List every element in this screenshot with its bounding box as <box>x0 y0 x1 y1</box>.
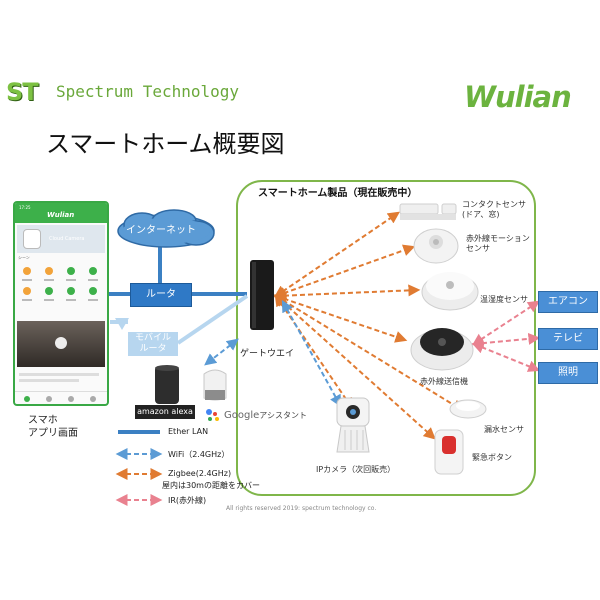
motion-sensor-device <box>413 228 459 264</box>
google-assistant-suffix: アシスタント <box>259 411 307 420</box>
legend-zigbee-note: 屋内は30mの距離をカバー <box>162 481 260 490</box>
phone-app-logo: Wulian <box>47 211 75 219</box>
cloud-icon <box>117 209 215 248</box>
phone-camera-thumb <box>23 229 41 249</box>
phone-video-panel <box>17 321 105 367</box>
contact-sensor-label: コンタクトセンサ (ドア、窓) <box>462 200 526 220</box>
phone-caption-1: スマホ <box>28 415 58 426</box>
mobile-line-gateway <box>176 294 249 345</box>
legend-wifi-label: WiFi（2.4GHz） <box>168 450 230 459</box>
amazon-alexa-badge: amazon alexa <box>135 405 195 419</box>
company-name: Spectrum Technology <box>56 82 240 101</box>
play-icon <box>55 337 67 349</box>
ir-light <box>471 342 541 372</box>
contact-sensor-label-1: コンタクトセンサ <box>462 200 526 209</box>
phone-status-time: 17:25 <box>19 205 31 210</box>
google-assistant-icon <box>206 409 219 421</box>
mobile-router-label-2: ルータ <box>139 344 167 354</box>
leak-sensor-device <box>449 399 487 419</box>
temp-humidity-sensor-device <box>421 272 479 311</box>
motion-sensor-label: 赤外線モーション センサ <box>466 234 530 254</box>
phone-app-screenshot: 17:25 Wulian Cloud Camera シーン <box>13 201 109 406</box>
appliance-aircon: エアコン <box>538 291 598 313</box>
contact-sensor-device <box>399 203 457 220</box>
legend-ir-label: IR(赤外線) <box>168 496 207 505</box>
wifi-signal-icon <box>115 318 129 330</box>
ir-blaster-label: 赤外線送信機 <box>420 377 468 386</box>
mobile-router-box: モバイル ルータ <box>128 332 178 356</box>
phone-camera-label: Cloud Camera <box>49 236 85 242</box>
cloud-label: インターネット <box>126 225 196 236</box>
motion-sensor-label-2: センサ <box>466 244 490 253</box>
gateway-label: ゲートウエイ <box>240 349 295 359</box>
phone-icon-grid <box>19 263 105 317</box>
ir-blaster-device <box>410 328 474 371</box>
appliance-light: 照明 <box>538 362 598 384</box>
leak-sensor-label: 漏水センサ <box>484 425 524 434</box>
phone-tab-bar <box>15 391 107 404</box>
copyright-notice: All rights reserved 2019: spectrum techn… <box>226 505 377 512</box>
legend-zigbee-label: Zigbee(2.4GHz) <box>168 469 232 478</box>
wifi-gateway-assistant <box>204 338 239 366</box>
router-box: ルータ <box>130 283 192 307</box>
phone-grid-header: シーン <box>18 255 30 260</box>
google-assistant-label: Googleアシスタント <box>224 410 307 421</box>
page-title: スマートホーム概要図 <box>46 130 285 158</box>
contact-sensor-label-2: (ドア、窓) <box>462 210 500 219</box>
ir-aircon <box>471 300 541 346</box>
phone-tab-icons <box>24 396 96 402</box>
motion-sensor-label-1: 赤外線モーション <box>466 234 530 243</box>
temp-humidity-label: 温湿度センサ <box>480 295 528 304</box>
phone-caption-bar <box>19 373 99 376</box>
phone-scene-icons <box>22 267 98 301</box>
appliance-tv: テレビ <box>538 328 598 350</box>
zigbee-motion <box>273 244 416 299</box>
ir-tv <box>471 332 541 350</box>
phone-caption-bar-2 <box>19 379 79 382</box>
phone-camera-card: Cloud Camera <box>17 225 105 253</box>
legend-ether-label: Ether LAN <box>168 427 209 436</box>
emergency-button-label: 緊急ボタン <box>472 453 512 462</box>
google-home-device <box>203 369 227 401</box>
google-brand-text: Google <box>224 410 260 421</box>
ip-camera-device <box>336 397 370 453</box>
st-logo: ST <box>6 78 39 106</box>
zigbee-contact <box>274 211 400 298</box>
zigbee-ir <box>273 293 408 343</box>
wulian-logo: Wulian <box>464 80 572 114</box>
phone-header: 17:25 Wulian <box>15 203 107 223</box>
products-title: スマートホーム製品（現在販売中） <box>258 188 418 199</box>
phone-caption-2: アプリ画面 <box>28 428 78 439</box>
amazon-echo-device <box>155 365 179 404</box>
phone-caption: スマホ アプリ画面 <box>28 414 78 440</box>
ipcam-label: IPカメラ（次回販売） <box>316 465 396 474</box>
mobile-router-label-1: モバイル <box>134 333 171 343</box>
wifi-gateway-ipcam <box>281 299 342 408</box>
zigbee-temp <box>273 284 421 302</box>
gateway-device <box>250 260 274 330</box>
emergency-button-device <box>434 429 464 475</box>
